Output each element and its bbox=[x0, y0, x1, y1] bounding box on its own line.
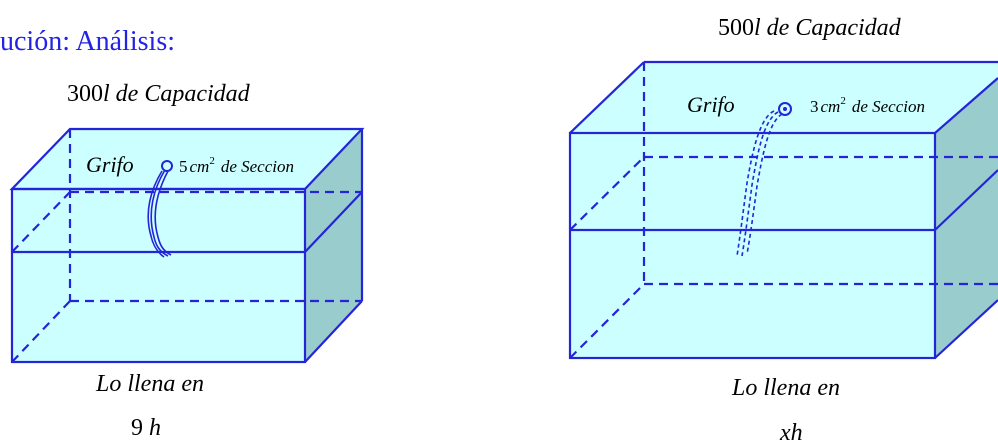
right-tank-edges bbox=[568, 60, 998, 360]
right-tank-water-level bbox=[570, 169, 998, 232]
left-capacity-label: 300l de Capacidad bbox=[67, 82, 250, 106]
right-water-stream bbox=[736, 110, 783, 257]
left-tank-top-face bbox=[12, 129, 362, 189]
left-time-unit: h bbox=[149, 415, 161, 441]
right-tank-hidden-edges bbox=[569, 62, 998, 359]
left-tank-hidden-edges bbox=[11, 129, 362, 363]
left-time-value: 9 bbox=[131, 415, 143, 441]
right-tank-top-face bbox=[570, 62, 998, 133]
left-section-unit: cm bbox=[190, 157, 210, 176]
right-section-value: 3 bbox=[810, 97, 819, 116]
right-time-value: x bbox=[780, 420, 791, 446]
left-section-text: de Seccion bbox=[221, 157, 294, 176]
right-section-unit: cm bbox=[821, 97, 841, 116]
left-section-value: 5 bbox=[179, 157, 188, 176]
left-capacity-value: 300 bbox=[67, 81, 103, 107]
right-time-unit: h bbox=[790, 420, 803, 446]
right-tap-label: Grifo bbox=[687, 92, 735, 117]
right-capacity-text: de Capacidad bbox=[760, 15, 901, 41]
left-fill-label: Lo llena en bbox=[96, 371, 204, 397]
left-tank-front-face bbox=[12, 189, 305, 362]
left-tank-side-face bbox=[305, 129, 362, 362]
right-tap-center bbox=[783, 107, 787, 111]
left-time-label: 9 h bbox=[131, 416, 161, 440]
left-capacity-unit: l bbox=[103, 81, 110, 107]
left-section-exp: 2 bbox=[209, 155, 215, 167]
right-capacity-unit: l bbox=[754, 15, 761, 41]
right-tap-icon bbox=[778, 102, 792, 116]
right-section-exp: 2 bbox=[840, 95, 846, 107]
left-tank-edges bbox=[9, 127, 365, 364]
right-tank-side-face bbox=[935, 78, 998, 358]
right-capacity-label: 500l de Capacidad bbox=[718, 16, 901, 40]
left-water-stream bbox=[147, 169, 172, 258]
left-capacity-text: de Capacidad bbox=[109, 81, 250, 107]
page-heading: ución: Análisis: bbox=[0, 26, 175, 57]
left-tap-icon bbox=[161, 160, 173, 172]
right-tank-front-face bbox=[570, 133, 935, 358]
left-tap-label: Grifo bbox=[86, 152, 134, 177]
right-capacity-value: 500 bbox=[718, 15, 754, 41]
right-fill-label: Lo llena en bbox=[732, 375, 840, 401]
right-section-text: de Seccion bbox=[852, 97, 925, 116]
right-time-label: xh bbox=[780, 421, 803, 445]
